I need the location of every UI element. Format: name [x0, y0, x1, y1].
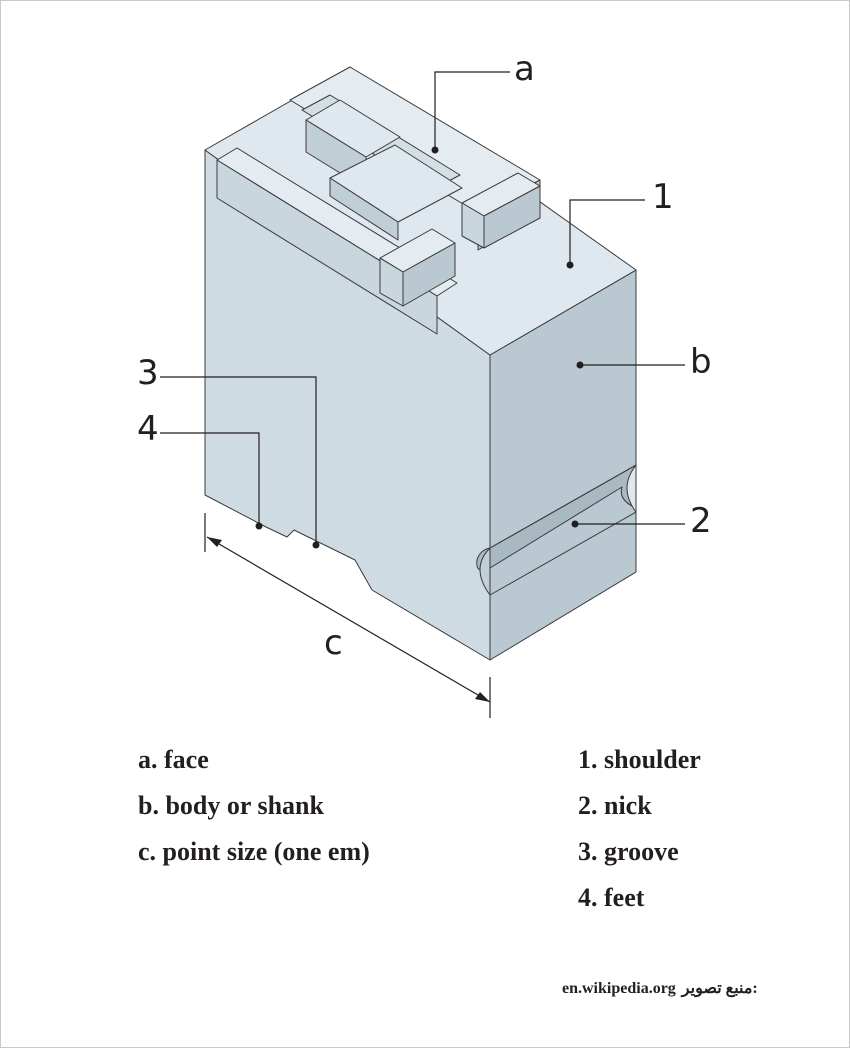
callout-1: 1 [652, 177, 674, 217]
point-size-dimension-line [206, 536, 491, 703]
legend-item: 2. nick [578, 791, 652, 820]
arrowhead-left [207, 537, 222, 547]
leader-3 [160, 376, 317, 545]
credit-label: :منبع تصویر [681, 980, 758, 997]
leader-a [434, 71, 510, 150]
callout-2: 2 [690, 501, 712, 541]
callout-b: b [690, 342, 712, 382]
callout-4: 4 [137, 409, 159, 449]
legend-item: 4. feet [578, 883, 645, 912]
callout-3: 3 [137, 353, 159, 393]
credit-source: en.wikipedia.org [562, 980, 676, 997]
legend-left: a. face b. body or shank c. point size (… [138, 745, 370, 883]
callout-c: c [324, 623, 343, 663]
legend-item: c. point size (one em) [138, 837, 370, 866]
callout-a: a [514, 49, 535, 89]
legend-right: 1. shoulder 2. nick 3. groove 4. feet [578, 745, 701, 929]
leader-1 [569, 199, 645, 265]
legend-item: a. face [138, 745, 209, 774]
face-letter-h [216, 66, 541, 335]
legend-item: 3. groove [578, 837, 679, 866]
legend-item: 1. shoulder [578, 745, 701, 774]
arrowhead-right [475, 692, 490, 702]
image-credit: en.wikipedia.org :منبع تصویر [562, 978, 758, 998]
leader-4 [160, 432, 260, 526]
legend-item: b. body or shank [138, 791, 324, 820]
